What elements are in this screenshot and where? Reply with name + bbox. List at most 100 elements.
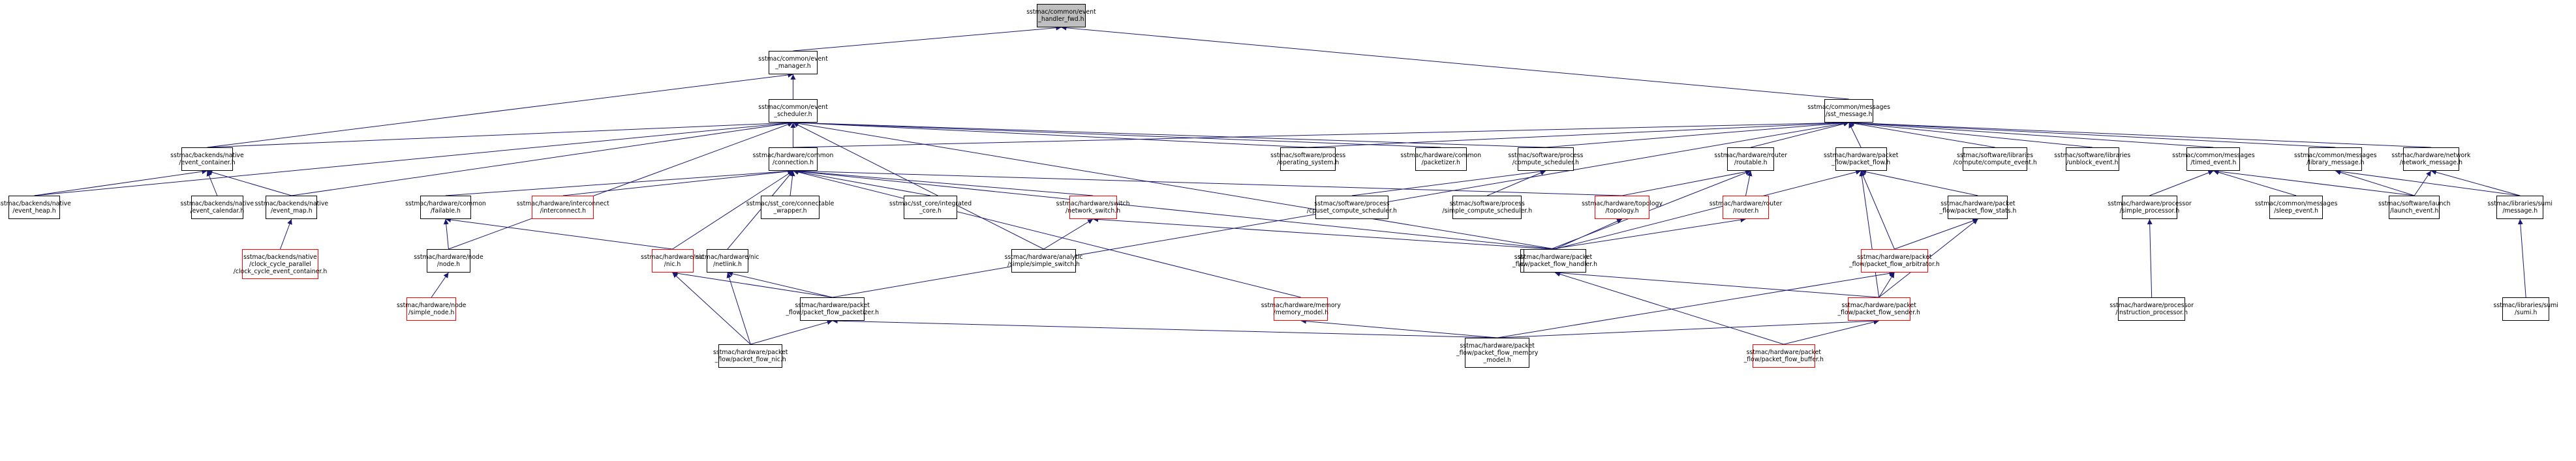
node-routable[interactable]: sstmac/hardware/router/routable.h	[1714, 147, 1787, 171]
edge-event-container-to-event-manager	[207, 72, 793, 148]
node-nic[interactable]: sstmac/hardware/nic/nic.h	[641, 249, 704, 273]
node-packetizer[interactable]: sstmac/hardware/common/packetizer.h	[1400, 147, 1481, 171]
node-simple-compute-scheduler[interactable]: sstmac/software/process/simple_compute_s…	[1443, 196, 1532, 219]
node-packet-flow-memory-model[interactable]: sstmac/hardware/packet_flow/packet_flow_…	[1456, 338, 1538, 368]
node-label-line: _flow/packet_flow_sender.h	[1837, 309, 1920, 316]
edge-packet-flow-sender-to-packet-flow	[1859, 170, 1880, 298]
node-node[interactable]: sstmac/hardware/node/node.h	[414, 249, 483, 273]
node-launch-event[interactable]: sstmac/software/launch/launch_event.h	[2378, 196, 2451, 219]
edge-cpuset-compute-scheduler-to-compute-scheduler	[1351, 169, 1546, 196]
edge-packet-flow-memory-model-to-memory-model	[1300, 318, 1497, 338]
node-network-message[interactable]: sstmac/hardware/network/network_message.…	[2391, 147, 2470, 171]
node-packet-flow-buffer[interactable]: sstmac/hardware/packet_flow/packet_flow_…	[1744, 344, 1824, 368]
node-router[interactable]: sstmac/hardware/router/router.h	[1710, 196, 1782, 219]
node-packet-flow-stats[interactable]: sstmac/hardware/packet_flow/packet_flow_…	[1939, 196, 2016, 219]
node-packet-flow-nic[interactable]: sstmac/hardware/packet_flow/packet_flow_…	[713, 344, 788, 368]
node-simple-switch[interactable]: sstmac/hardware/analytic/simple/simple_s…	[1005, 249, 1083, 273]
node-label-line: sstmac/hardware/common	[405, 200, 486, 207]
node-label-line: sstmac/common/messages	[2294, 152, 2377, 159]
node-packet-flow-arbitrator[interactable]: sstmac/hardware/packet_flow/packet_flow_…	[1849, 249, 1940, 273]
node-interconnect[interactable]: sstmac/hardware/interconnect/interconnec…	[517, 196, 609, 219]
edge-sumi-message-to-network-message	[2430, 170, 2521, 196]
node-unblock-event[interactable]: sstmac/software/libraries/unblock_event.…	[2054, 147, 2130, 171]
node-topology[interactable]: sstmac/hardware/topology/topology.h	[1582, 196, 1663, 219]
node-label-line: /library_message.h	[2307, 159, 2365, 166]
node-label-line: sstmac/software/process	[1508, 152, 1584, 159]
node-label-line: /failable.h	[430, 207, 461, 215]
node-operating-system[interactable]: sstmac/software/process/operating_system…	[1270, 147, 1345, 171]
node-event-map[interactable]: sstmac/backends/native/event_map.h	[254, 196, 328, 219]
node-event-calendar[interactable]: sstmac/backends/native/event_calendar.h	[181, 196, 254, 219]
node-instruction-processor[interactable]: sstmac/hardware/processor/instruction_pr…	[2109, 297, 2194, 321]
node-integrated-core[interactable]: sstmac/sst_core/integrated_core.h	[889, 196, 972, 219]
node-compute-scheduler[interactable]: sstmac/software/process/compute_schedule…	[1508, 147, 1583, 171]
node-timed-event[interactable]: sstmac/common/messages/timed_event.h	[2172, 147, 2255, 171]
node-label-line: sstmac/hardware/packet	[1940, 200, 2016, 207]
edge-sumi-message-to-library-message	[2335, 169, 2521, 196]
node-compute-event[interactable]: sstmac/software/libraries/compute/comput…	[1954, 147, 2037, 171]
node-event-manager[interactable]: sstmac/common/event_manager.h	[758, 51, 828, 74]
node-simple-processor[interactable]: sstmac/hardware/processor/simple_process…	[2108, 196, 2192, 219]
edge-sleep-event-to-timed-event	[2213, 170, 2297, 196]
node-packet-flow-packetizer[interactable]: sstmac/hardware/packet_flow/packet_flow_…	[786, 297, 879, 321]
node-connectable-wrapper[interactable]: sstmac/sst_core/connectable_wrapper.h	[746, 196, 834, 219]
node-packet-flow-handler[interactable]: sstmac/hardware/packet_flow/packet_flow_…	[1512, 249, 1597, 273]
node-label-line: _flow/packet_flow_stats.h	[1939, 207, 2017, 215]
node-label-line: sstmac/libraries/sumi	[2487, 200, 2553, 207]
node-label-line: sstmac/hardware/node	[414, 254, 483, 261]
node-event-heap[interactable]: sstmac/backends/native/event_heap.h	[0, 196, 71, 219]
node-label-line: /cpuset_compute_scheduler.h	[1306, 207, 1397, 215]
node-connection[interactable]: sstmac/hardware/common/connection.h	[753, 147, 833, 171]
node-network-switch[interactable]: sstmac/hardware/switch/network_switch.h	[1056, 196, 1130, 219]
node-packet-flow[interactable]: sstmac/hardware/packet_flow/packet_flow.…	[1824, 147, 1898, 171]
edge-instruction-processor-to-simple-processor	[2147, 218, 2153, 298]
node-label-line: sstmac/hardware/router	[1714, 152, 1788, 159]
node-sumi[interactable]: sstmac/libraries/sumi/sumi.h	[2493, 297, 2558, 321]
edge-library-message-to-sst-message	[1848, 120, 2336, 148]
edge-packet-flow-memory-model-to-packet-flow-arbitrator	[1497, 271, 1895, 338]
node-label-line: sstmac/backends/native	[254, 200, 329, 207]
node-label-line: _manager.h	[775, 63, 811, 70]
edge-launch-event-to-library-message	[2335, 170, 2415, 196]
node-label-line: /unblock_event.h	[2066, 159, 2119, 166]
node-label-line: _flow/packet_flow_buffer.h	[1743, 356, 1824, 363]
node-event-container[interactable]: sstmac/backends/native/event_container.h	[170, 147, 244, 171]
node-simple-node[interactable]: sstmac/hardware/node/simple_node.h	[397, 297, 466, 321]
node-label-line: sstmac/hardware/node	[396, 302, 467, 309]
node-library-message[interactable]: sstmac/common/messages/library_message.h	[2294, 147, 2377, 171]
node-event-scheduler[interactable]: sstmac/common/event_scheduler.h	[758, 99, 828, 123]
node-label-line: /clock_cycle_event_container.h	[233, 267, 328, 275]
node-netlink[interactable]: sstmac/hardware/nic/netlink.h	[696, 249, 759, 273]
node-label-line: sstmac/hardware/packet	[713, 349, 788, 356]
edge-unblock-event-to-sst-message	[1848, 120, 2093, 148]
node-label-line: sstmac/hardware/packet	[1746, 349, 1821, 356]
edge-connectable-wrapper-to-connection	[790, 170, 795, 196]
node-label-line: /event_map.h	[270, 207, 313, 215]
node-clock-cycle[interactable]: sstmac/backends/native/clock_cycle_paral…	[234, 249, 327, 279]
edge-packet-flow-handler-to-event-scheduler	[793, 121, 1556, 250]
node-label-line: /clock_cycle_parallel	[249, 260, 311, 268]
node-label-line: _flow/packet_flow_arbitrator.h	[1848, 261, 1940, 268]
node-sst-message[interactable]: sstmac/common/messages/sst_message.h	[1807, 99, 1890, 123]
node-label-line: sstmac/libraries/sumi	[2493, 302, 2558, 309]
node-label-line: /simple_processor.h	[2119, 207, 2180, 215]
node-label-line: /memory_model.h	[1273, 309, 1329, 316]
node-sleep-event[interactable]: sstmac/common/messages/sleep_event.h	[2255, 196, 2337, 219]
edge-launch-event-to-timed-event	[2213, 169, 2415, 196]
edge-launch-event-to-network-message	[2414, 170, 2432, 196]
node-cpuset-compute-scheduler[interactable]: sstmac/software/process/cpuset_compute_s…	[1307, 196, 1397, 219]
node-label-line: sstmac/hardware/switch	[1056, 200, 1130, 207]
node-label-line: sstmac/hardware/packet	[1857, 254, 1932, 261]
node-packet-flow-sender[interactable]: sstmac/hardware/packet_flow/packet_flow_…	[1838, 297, 1920, 321]
node-label-line: _flow/packet_flow_memory	[1456, 349, 1539, 357]
node-failable[interactable]: sstmac/hardware/common/failable.h	[405, 196, 486, 219]
node-label-line: sstmac/hardware/packet	[1460, 342, 1535, 349]
node-memory-model[interactable]: sstmac/hardware/memory/memory_model.h	[1261, 297, 1341, 321]
edge-event-heap-to-event-scheduler	[34, 120, 793, 196]
node-label-line: sstmac/hardware/router	[1709, 200, 1783, 207]
edge-packet-flow-stats-to-packet-flow	[1861, 169, 1978, 196]
edge-packet-flow-arbitrator-to-packet-flow	[1860, 170, 1895, 250]
node-sumi-message[interactable]: sstmac/libraries/sumi/message.h	[2488, 196, 2553, 219]
edge-compute-scheduler-to-sst-message	[1545, 120, 1849, 148]
node-label-line: sstmac/hardware/packet	[1517, 254, 1593, 261]
